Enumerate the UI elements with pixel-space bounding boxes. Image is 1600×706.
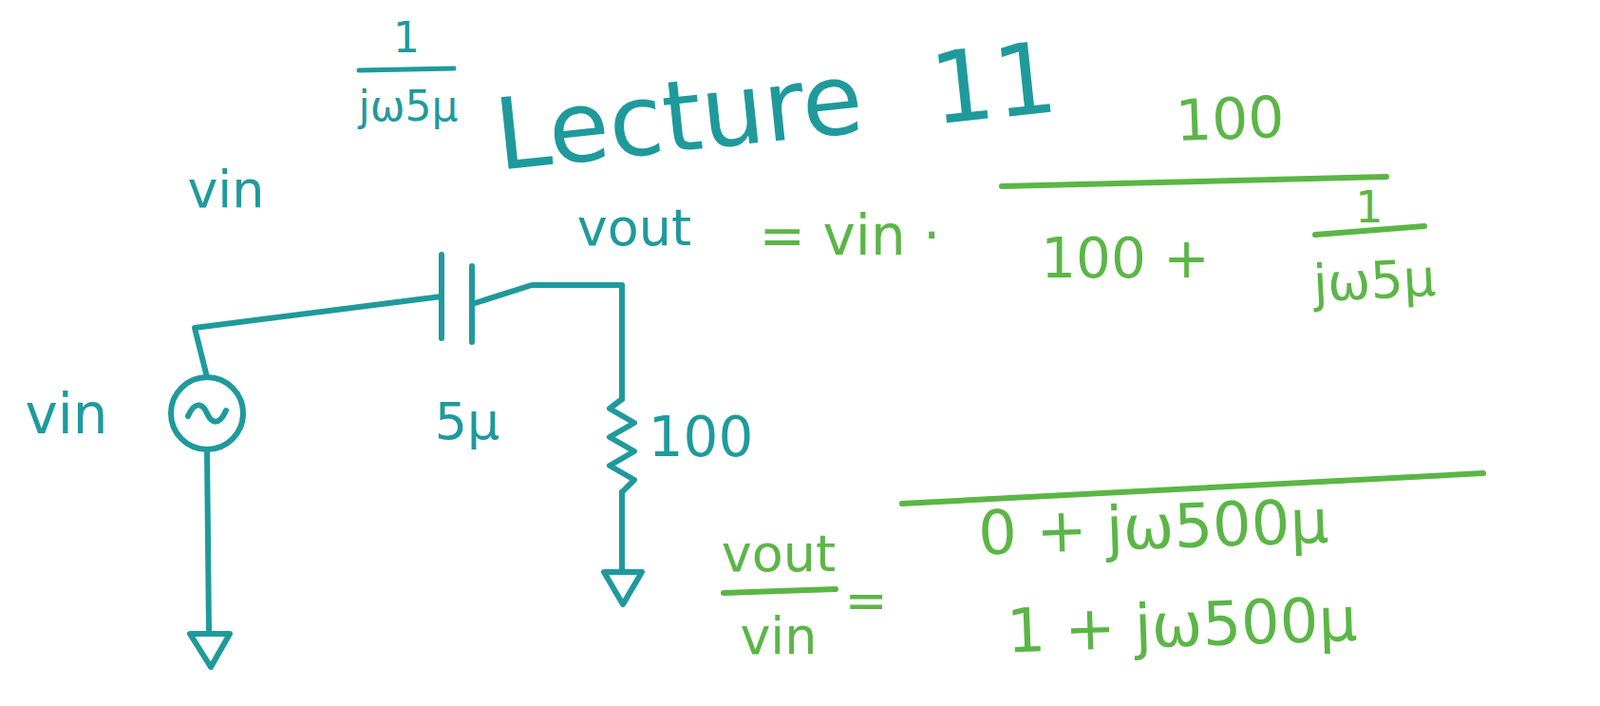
ground-wire — [619, 491, 625, 570]
node-label: vin — [187, 164, 264, 216]
equation-term: 100 — [1174, 88, 1286, 150]
equation-term: 1 + jω500μ — [1005, 588, 1358, 662]
capacitor-plate — [438, 254, 445, 339]
output-wire — [471, 284, 622, 399]
input-wire — [194, 296, 442, 377]
component-value: 100 — [648, 409, 754, 465]
fraction-bar — [1001, 176, 1387, 187]
lecture-title: Lecture 11 — [489, 27, 1061, 186]
fraction-bar — [723, 588, 836, 593]
ground-symbol — [189, 633, 230, 667]
equation-term: = vin · — [758, 207, 941, 264]
equation-term: vin — [739, 610, 817, 662]
equation-term: = — [844, 574, 887, 626]
equation-term: vout — [721, 527, 836, 580]
fraction-bar — [358, 68, 454, 71]
equation-term: 1 — [1355, 185, 1383, 229]
equation-term: jω5μ — [1311, 252, 1437, 311]
node-label: vout — [577, 202, 692, 254]
equation-term: 0 + jω500μ — [977, 490, 1330, 565]
ground-wire — [207, 449, 209, 632]
source-label: vin — [24, 386, 108, 442]
impedance-label: jω5μ — [357, 85, 458, 128]
source-symbol — [170, 376, 244, 450]
resistor-symbol — [609, 398, 635, 492]
component-value: 5μ — [434, 395, 501, 448]
impedance-label: 1 — [393, 17, 420, 59]
equation-term: 100 + — [1040, 230, 1210, 286]
ground-symbol — [603, 571, 642, 604]
sine-symbol — [188, 404, 226, 421]
